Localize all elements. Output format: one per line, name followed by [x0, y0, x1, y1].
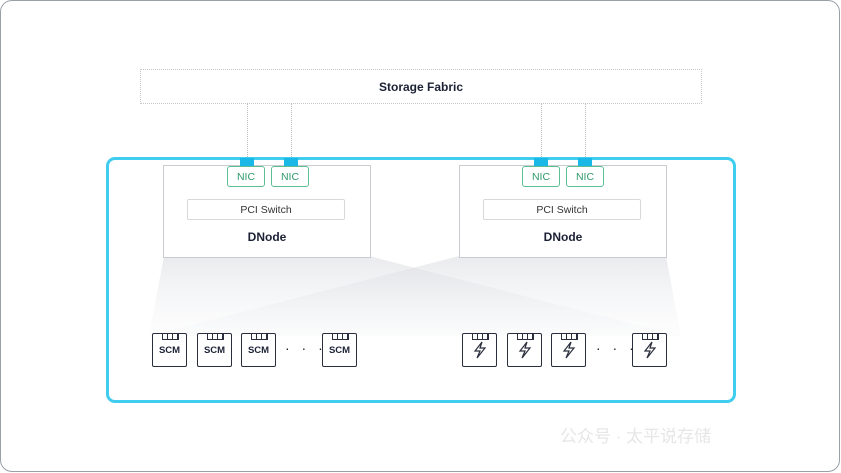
connection-line: [247, 103, 248, 199]
dnode-right: PCI Switch DNode: [459, 165, 667, 258]
nic-port: [240, 158, 254, 166]
connection-line: [541, 103, 542, 199]
scm-drive: SCM: [152, 333, 187, 367]
dnode-label: DNode: [543, 230, 583, 244]
scm-drive: SCM: [241, 333, 276, 367]
lightning-icon: [562, 341, 575, 359]
nic-port: [284, 158, 298, 166]
fan-out-shading: [149, 256, 681, 336]
flash-drive: [632, 333, 667, 367]
nic: NIC: [227, 166, 265, 187]
cluster-boundary: [106, 157, 736, 403]
nic: NIC: [566, 166, 604, 187]
nic: NIC: [271, 166, 309, 187]
nic-port: [578, 158, 592, 166]
nic: NIC: [522, 166, 560, 187]
connection-line: [291, 103, 292, 199]
flash-drive: [507, 333, 542, 367]
ellipsis: · · ·: [285, 340, 327, 356]
scm-drive: SCM: [322, 333, 357, 367]
dnode-label: DNode: [247, 230, 287, 244]
lightning-icon: [473, 341, 486, 359]
ellipsis: · · ·: [596, 340, 638, 356]
lightning-icon: [643, 341, 656, 359]
storage-fabric: Storage Fabric: [140, 69, 702, 104]
pci-switch: PCI Switch: [187, 199, 345, 220]
connection-line: [585, 103, 586, 199]
dnode-left: PCI Switch DNode: [163, 165, 371, 258]
flash-drive: [551, 333, 586, 367]
storage-fabric-label: Storage Fabric: [378, 79, 464, 94]
pci-switch: PCI Switch: [483, 199, 641, 220]
watermark: 公众号 · 太平说存储: [560, 427, 712, 446]
flash-drive: [462, 333, 497, 367]
nic-port: [534, 158, 548, 166]
lightning-icon: [518, 341, 531, 359]
scm-drive: SCM: [197, 333, 232, 367]
